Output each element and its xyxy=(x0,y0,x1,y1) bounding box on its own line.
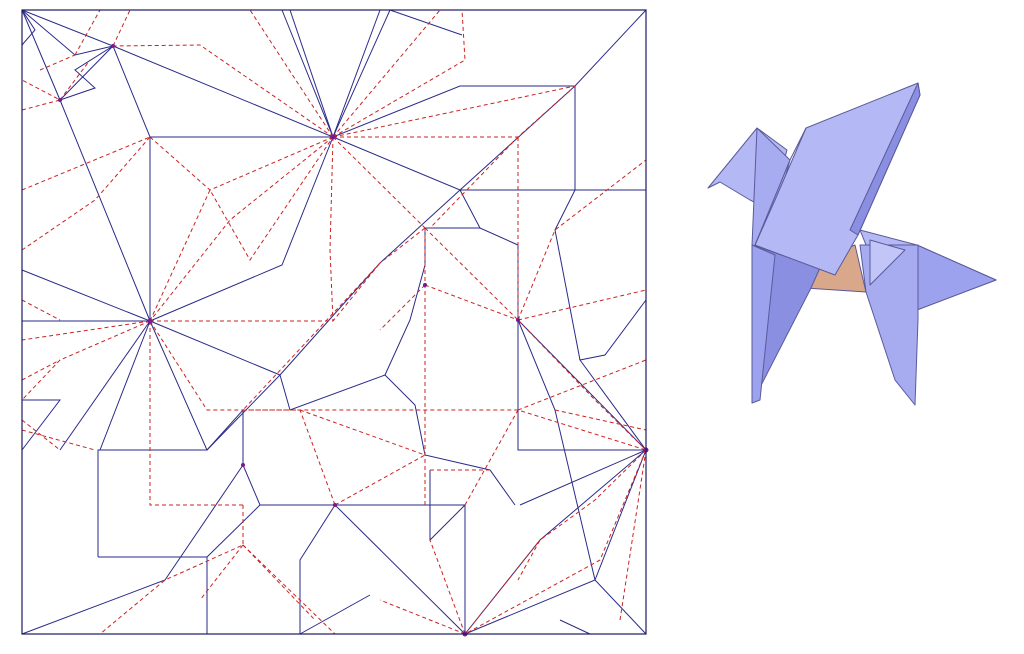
vertex-dot xyxy=(147,318,153,324)
vertex-dot xyxy=(58,98,62,102)
model-front-leg-side xyxy=(751,244,776,404)
folded-model xyxy=(707,82,997,406)
mountain-folds xyxy=(21,9,648,635)
paper-border xyxy=(21,9,647,635)
vertex-dot xyxy=(333,503,337,507)
vertex-dot xyxy=(241,463,245,467)
crease-pattern xyxy=(21,9,649,637)
model-wing-fold xyxy=(754,127,807,246)
model-rear-leg xyxy=(859,244,919,406)
vertex-dot xyxy=(516,318,520,322)
model-wing-edge xyxy=(849,82,921,236)
crease-vertices xyxy=(58,44,649,637)
vertex-dot xyxy=(423,283,427,287)
model-rear-leg-inner xyxy=(869,239,906,286)
model-tail-shade xyxy=(916,244,997,311)
valley-folds xyxy=(21,9,647,635)
vertex-dot xyxy=(111,44,115,48)
vertex-dot xyxy=(330,134,336,140)
